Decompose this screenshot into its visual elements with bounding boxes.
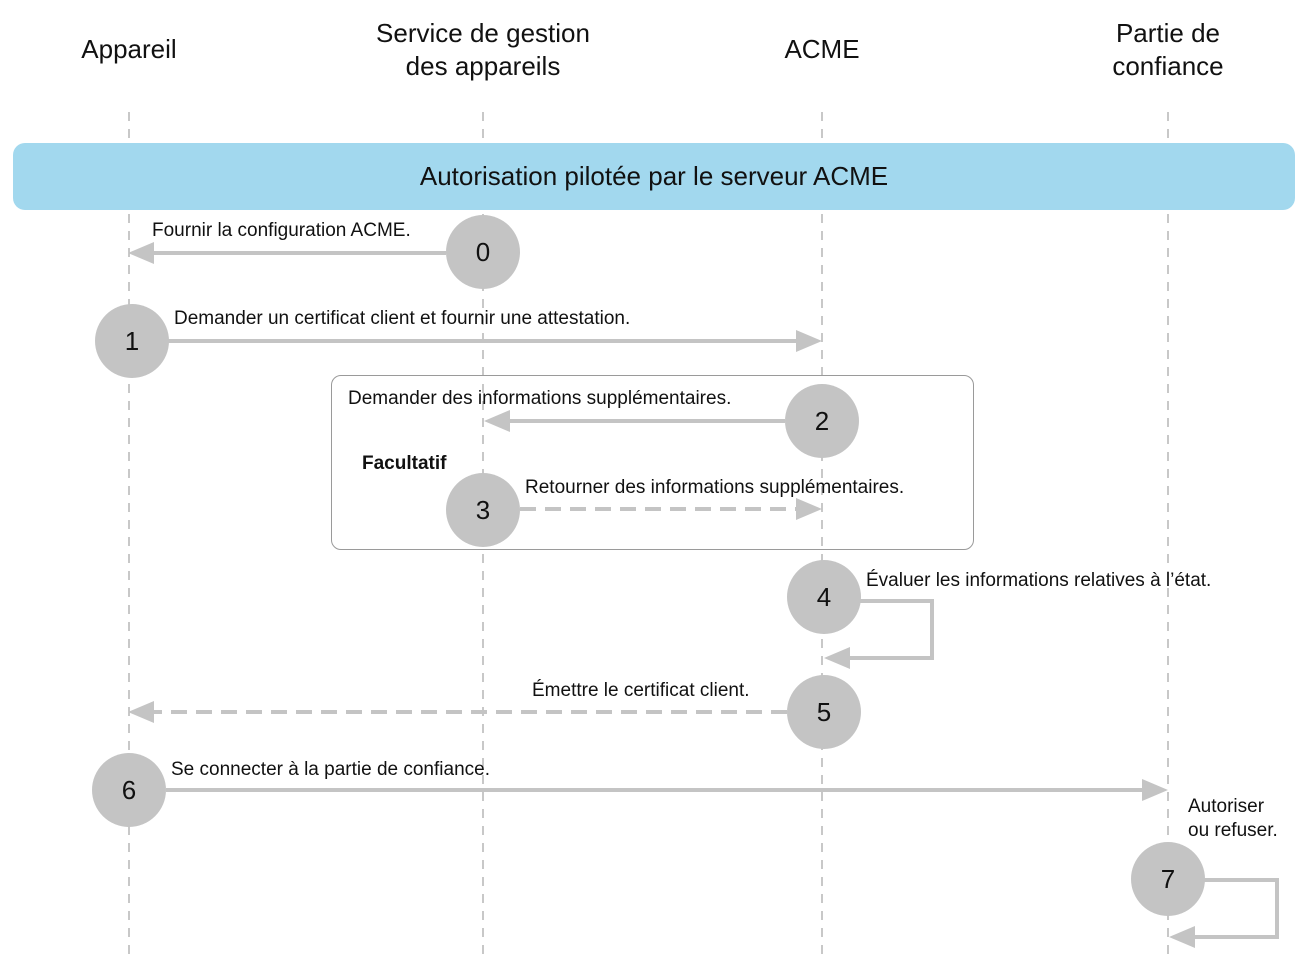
phase-banner-title: Autorisation pilotée par le serveur ACME: [419, 161, 889, 191]
step-circle-6: 6: [92, 753, 166, 827]
step-circle-1: 1: [95, 304, 169, 378]
optional-block-label: Facultatif: [362, 453, 447, 474]
step-number-4: 4: [816, 581, 832, 612]
step-number-2: 2: [814, 405, 830, 436]
step-circle-3: 3: [446, 473, 520, 547]
arrow-head-1: [796, 330, 822, 352]
step-number-0: 0: [475, 236, 491, 267]
optional-block: [331, 375, 974, 550]
step-circle-2: 2: [785, 384, 859, 458]
arrow-head-6: [1142, 779, 1168, 801]
step-number-7: 7: [1160, 863, 1176, 894]
arrow-head-5: [128, 701, 154, 723]
message-label-4: Évaluer les informations relatives à l’é…: [866, 570, 1212, 591]
lane-title-mdm: Service de gestion des appareils: [376, 18, 590, 81]
message-label-7: Autoriser ou refuser.: [1188, 796, 1278, 841]
step-circle-0: 0: [446, 215, 520, 289]
lane-title-acme: ACME: [784, 34, 860, 64]
self-loop-arrow-4: [848, 599, 934, 660]
arrow-head-3: [796, 498, 822, 520]
message-label-1: Demander un certificat client et fournir…: [174, 308, 631, 329]
step-circle-4: 4: [787, 560, 861, 634]
message-label-3: Retourner des informations supplémentair…: [525, 477, 905, 498]
message-label-0: Fournir la configuration ACME.: [152, 220, 411, 241]
step-circle-7: 7: [1131, 842, 1205, 916]
message-label-6: Se connecter à la partie de confiance.: [171, 759, 490, 780]
step-circle-5: 5: [787, 675, 861, 749]
message-label-5: Émettre le certificat client.: [532, 680, 750, 701]
phase-banner: Autorisation pilotée par le serveur ACME: [13, 143, 1295, 210]
lane-title-relying-party: Partie de confiance: [1112, 18, 1224, 81]
message-label-2: Demander des informations supplémentaire…: [348, 388, 732, 409]
step-number-1: 1: [124, 325, 140, 356]
step-number-5: 5: [816, 696, 832, 727]
lane-title-device: Appareil: [81, 34, 177, 64]
arrow-head-7: [1169, 926, 1195, 948]
arrow-head-4: [824, 647, 850, 669]
arrow-head-2: [484, 410, 510, 432]
step-number-3: 3: [475, 494, 491, 525]
arrow-head-0: [128, 242, 154, 264]
self-loop-arrow-7: [1193, 878, 1279, 939]
step-number-6: 6: [121, 774, 137, 805]
